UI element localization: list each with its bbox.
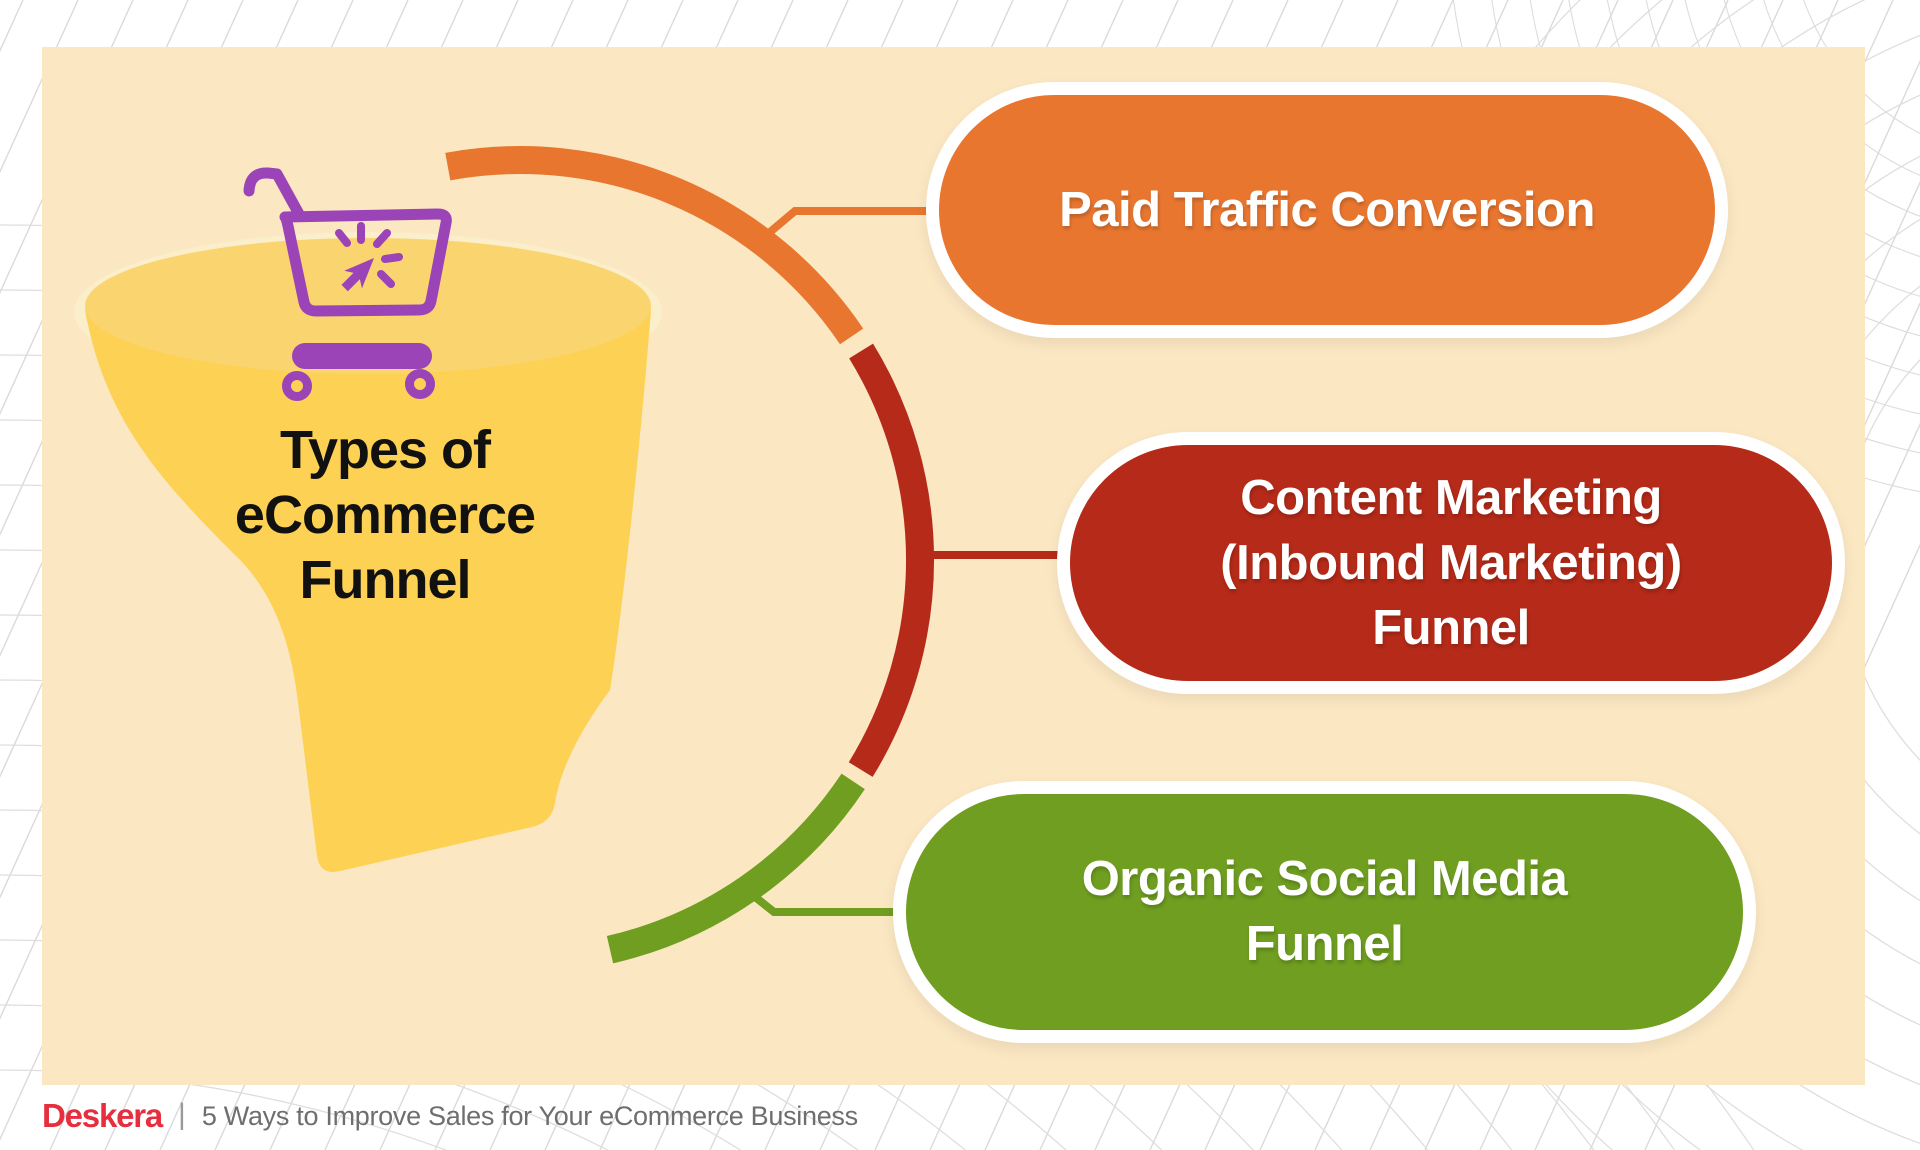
pill-label-line: Organic Social Media xyxy=(1081,852,1568,906)
title-line-3: Funnel xyxy=(299,550,472,610)
arc-segment-orange xyxy=(445,146,864,345)
click-cursor-arrow xyxy=(341,258,374,292)
arc-segment-red xyxy=(848,343,934,777)
title-line-2: eCommerce xyxy=(234,485,536,545)
pill-label-line: (Inbound Marketing) xyxy=(1220,535,1682,590)
pill-content-marketing: Content Marketing (Inbound Marketing) Fu… xyxy=(1057,432,1845,694)
cart-handle xyxy=(243,167,305,220)
connector-paid-traffic xyxy=(760,207,930,242)
diagram-title: Types of eCommerce Funnel xyxy=(160,418,610,613)
pill-label-line: Content Marketing xyxy=(1240,470,1662,525)
brand-logo: Deskera xyxy=(42,1097,163,1134)
footer-tagline: 5 Ways to Improve Sales for Your eCommer… xyxy=(201,1100,858,1131)
pill-label-line: Funnel xyxy=(1372,600,1530,655)
title-line-1: Types of xyxy=(279,420,491,480)
pill-label-line: Paid Traffic Conversion xyxy=(1059,182,1595,237)
pill-organic-social: Organic Social Media Funnel xyxy=(893,781,1756,1043)
pill-connectors xyxy=(742,207,1060,916)
footer-separator: | xyxy=(178,1098,186,1131)
cart-basket xyxy=(279,208,452,317)
connector-organic-social xyxy=(742,885,896,916)
pill-label-line: Funnel xyxy=(1245,917,1404,971)
footer: Deskera | 5 Ways to Improve Sales for Yo… xyxy=(42,1096,858,1136)
pill-paid-traffic: Paid Traffic Conversion xyxy=(926,82,1728,338)
funnel-body xyxy=(85,310,651,872)
click-burst xyxy=(335,222,403,288)
shopping-cart-click-icon xyxy=(243,167,452,401)
cart-wheel-right xyxy=(405,369,435,399)
cart-wheel-left xyxy=(282,371,312,401)
